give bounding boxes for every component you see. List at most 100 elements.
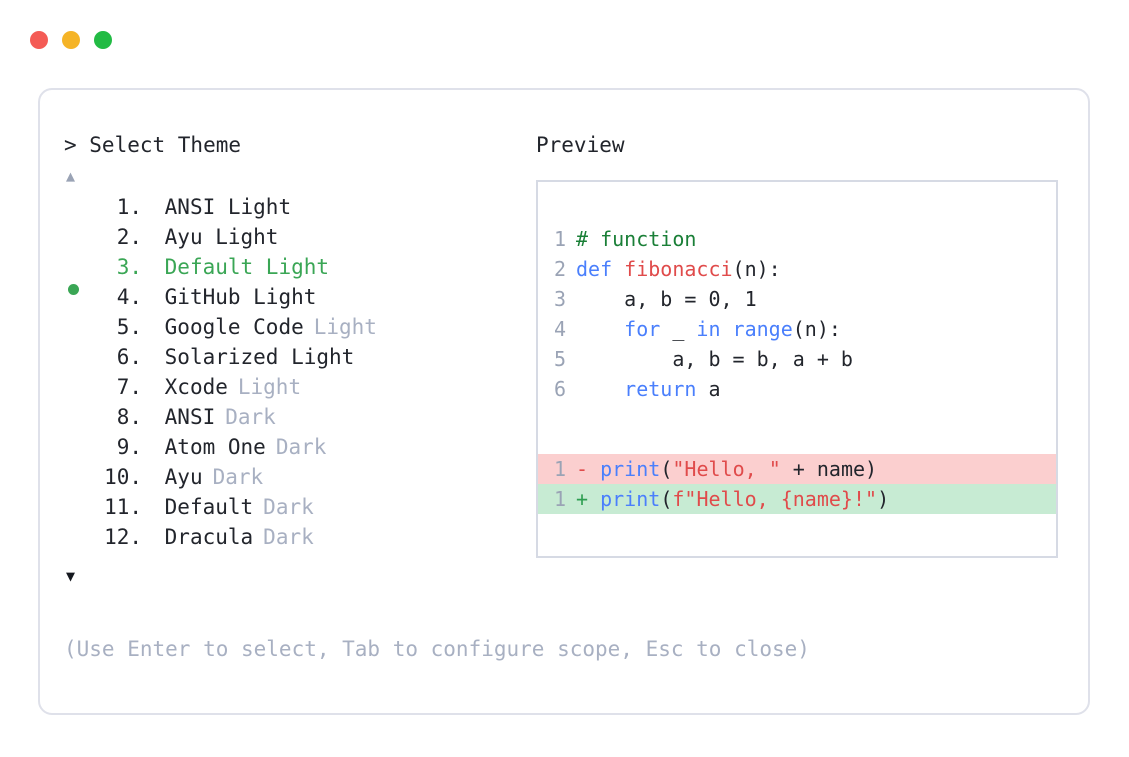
diff-spacer [588, 487, 600, 511]
code-token-str: f"Hello, {name}!" [672, 487, 878, 511]
diff-marker: - [576, 457, 589, 481]
theme-item-name: Ayu [164, 465, 203, 489]
code-token-plain: a, b = b, a + b [576, 347, 853, 371]
theme-list-item[interactable]: 1. ANSI Light [64, 192, 524, 222]
code-line: 5 a, b = b, a + b [552, 344, 1052, 374]
code-token-plain: + name) [780, 457, 878, 481]
diff-spacer [588, 457, 600, 481]
theme-item-number: 9. [116, 435, 142, 459]
diff-line-add: 1+ print(f"Hello, {name}!") [538, 484, 1056, 514]
theme-item-name: Default Light [164, 255, 330, 279]
theme-list-item[interactable]: 11. Default Dark [64, 492, 524, 522]
theme-item-number: 11. [104, 495, 142, 519]
code-line-number: 2 [553, 257, 566, 281]
theme-item-spacer [142, 432, 165, 462]
theme-item-name: Default [164, 495, 254, 519]
theme-item-name: Google Code [164, 315, 304, 339]
theme-item-number: 3. [116, 255, 142, 279]
code-token-kw: in range [696, 317, 793, 341]
code-token-plain [576, 317, 624, 341]
diff-line-del: 1- print("Hello, " + name) [538, 454, 1056, 484]
theme-list-item[interactable]: 4. GitHub Light [64, 282, 524, 312]
code-token-plain: ) [877, 487, 890, 511]
minimize-dot[interactable] [62, 31, 80, 49]
theme-list-item[interactable]: 8. ANSI Dark [64, 402, 524, 432]
code-line: 1# function [552, 224, 1052, 254]
code-line-number: 6 [553, 377, 566, 401]
theme-item-name: Dracula [164, 525, 254, 549]
keyboard-hint: (Use Enter to select, Tab to configure s… [64, 637, 810, 661]
theme-list-item[interactable]: 2. Ayu Light [64, 222, 524, 252]
theme-list-item[interactable]: 9. Atom One Dark [64, 432, 524, 462]
code-token-plain: a [696, 377, 721, 401]
scroll-up-icon[interactable]: ▲ [66, 167, 76, 185]
code-token-plain: _ [660, 317, 697, 341]
page-title: > Select Theme [64, 133, 242, 157]
title-bar [0, 0, 1129, 78]
theme-list-item[interactable]: 7. Xcode Light [64, 372, 524, 402]
theme-item-number: 8. [116, 405, 142, 429]
theme-item-spacer [142, 192, 165, 222]
theme-item-spacer [142, 312, 165, 342]
theme-list-item[interactable]: 3. Default Light [64, 252, 524, 295]
code-line: 3 a, b = 0, 1 [552, 284, 1052, 314]
theme-item-variant: Dark [263, 525, 314, 549]
code-line-number: 5 [553, 347, 566, 371]
code-line-number: 3 [553, 287, 566, 311]
theme-item-name: Ayu Light [164, 225, 279, 249]
theme-item-number: 7. [116, 375, 142, 399]
code-token-kw: return [624, 377, 697, 401]
scroll-down-icon[interactable]: ▼ [66, 567, 76, 585]
theme-item-spacer [142, 492, 165, 522]
diff-sample: 1- print("Hello, " + name)1+ print(f"Hel… [538, 454, 1056, 514]
code-token-kw: for [624, 317, 661, 341]
code-token-plain [576, 377, 624, 401]
theme-item-spacer [142, 252, 165, 282]
theme-item-variant: Dark [263, 495, 314, 519]
theme-item-name: Solarized Light [164, 345, 355, 369]
code-token-fn: fibonacci [624, 257, 733, 281]
code-token-kw: print [600, 487, 661, 511]
selected-bullet-icon [68, 284, 79, 295]
code-token-str: "Hello, " [672, 457, 781, 481]
code-token-plain: (n): [792, 317, 841, 341]
theme-item-name: Xcode [164, 375, 228, 399]
code-token-kw: print [600, 457, 661, 481]
theme-item-spacer [142, 372, 165, 402]
code-token-plain: a, b = 0, 1 [576, 287, 757, 311]
close-dot[interactable] [30, 31, 48, 49]
code-line: 6 return a [552, 374, 1052, 404]
code-token-comment: # function [576, 227, 697, 251]
theme-item-number: 4. [116, 285, 142, 309]
theme-item-number: 12. [104, 525, 142, 549]
theme-item-variant: Dark [275, 435, 327, 459]
theme-item-spacer [142, 342, 165, 372]
theme-item-variant: Light [313, 315, 377, 339]
theme-item-spacer [142, 402, 165, 432]
theme-item-variant: Dark [225, 405, 276, 429]
theme-item-name: Atom One [164, 435, 266, 459]
maximize-dot[interactable] [94, 31, 112, 49]
theme-list-item[interactable]: 5. Google Code Light [64, 312, 524, 342]
theme-item-number: 6. [116, 345, 142, 369]
diff-line-number: 1 [553, 457, 566, 481]
theme-list-item[interactable]: 12. Dracula Dark [64, 522, 524, 552]
theme-item-spacer [142, 282, 165, 312]
window-controls [30, 31, 112, 49]
theme-list-item[interactable]: 6. Solarized Light [64, 342, 524, 372]
code-token-plain: (n): [732, 257, 781, 281]
code-token-plain: ( [660, 487, 673, 511]
theme-item-number: 5. [116, 315, 142, 339]
theme-item-name: ANSI [164, 405, 216, 429]
theme-item-name: ANSI Light [164, 195, 292, 219]
theme-item-spacer [142, 222, 165, 252]
theme-item-variant: Light [237, 375, 302, 399]
theme-item-spacer [142, 462, 165, 492]
